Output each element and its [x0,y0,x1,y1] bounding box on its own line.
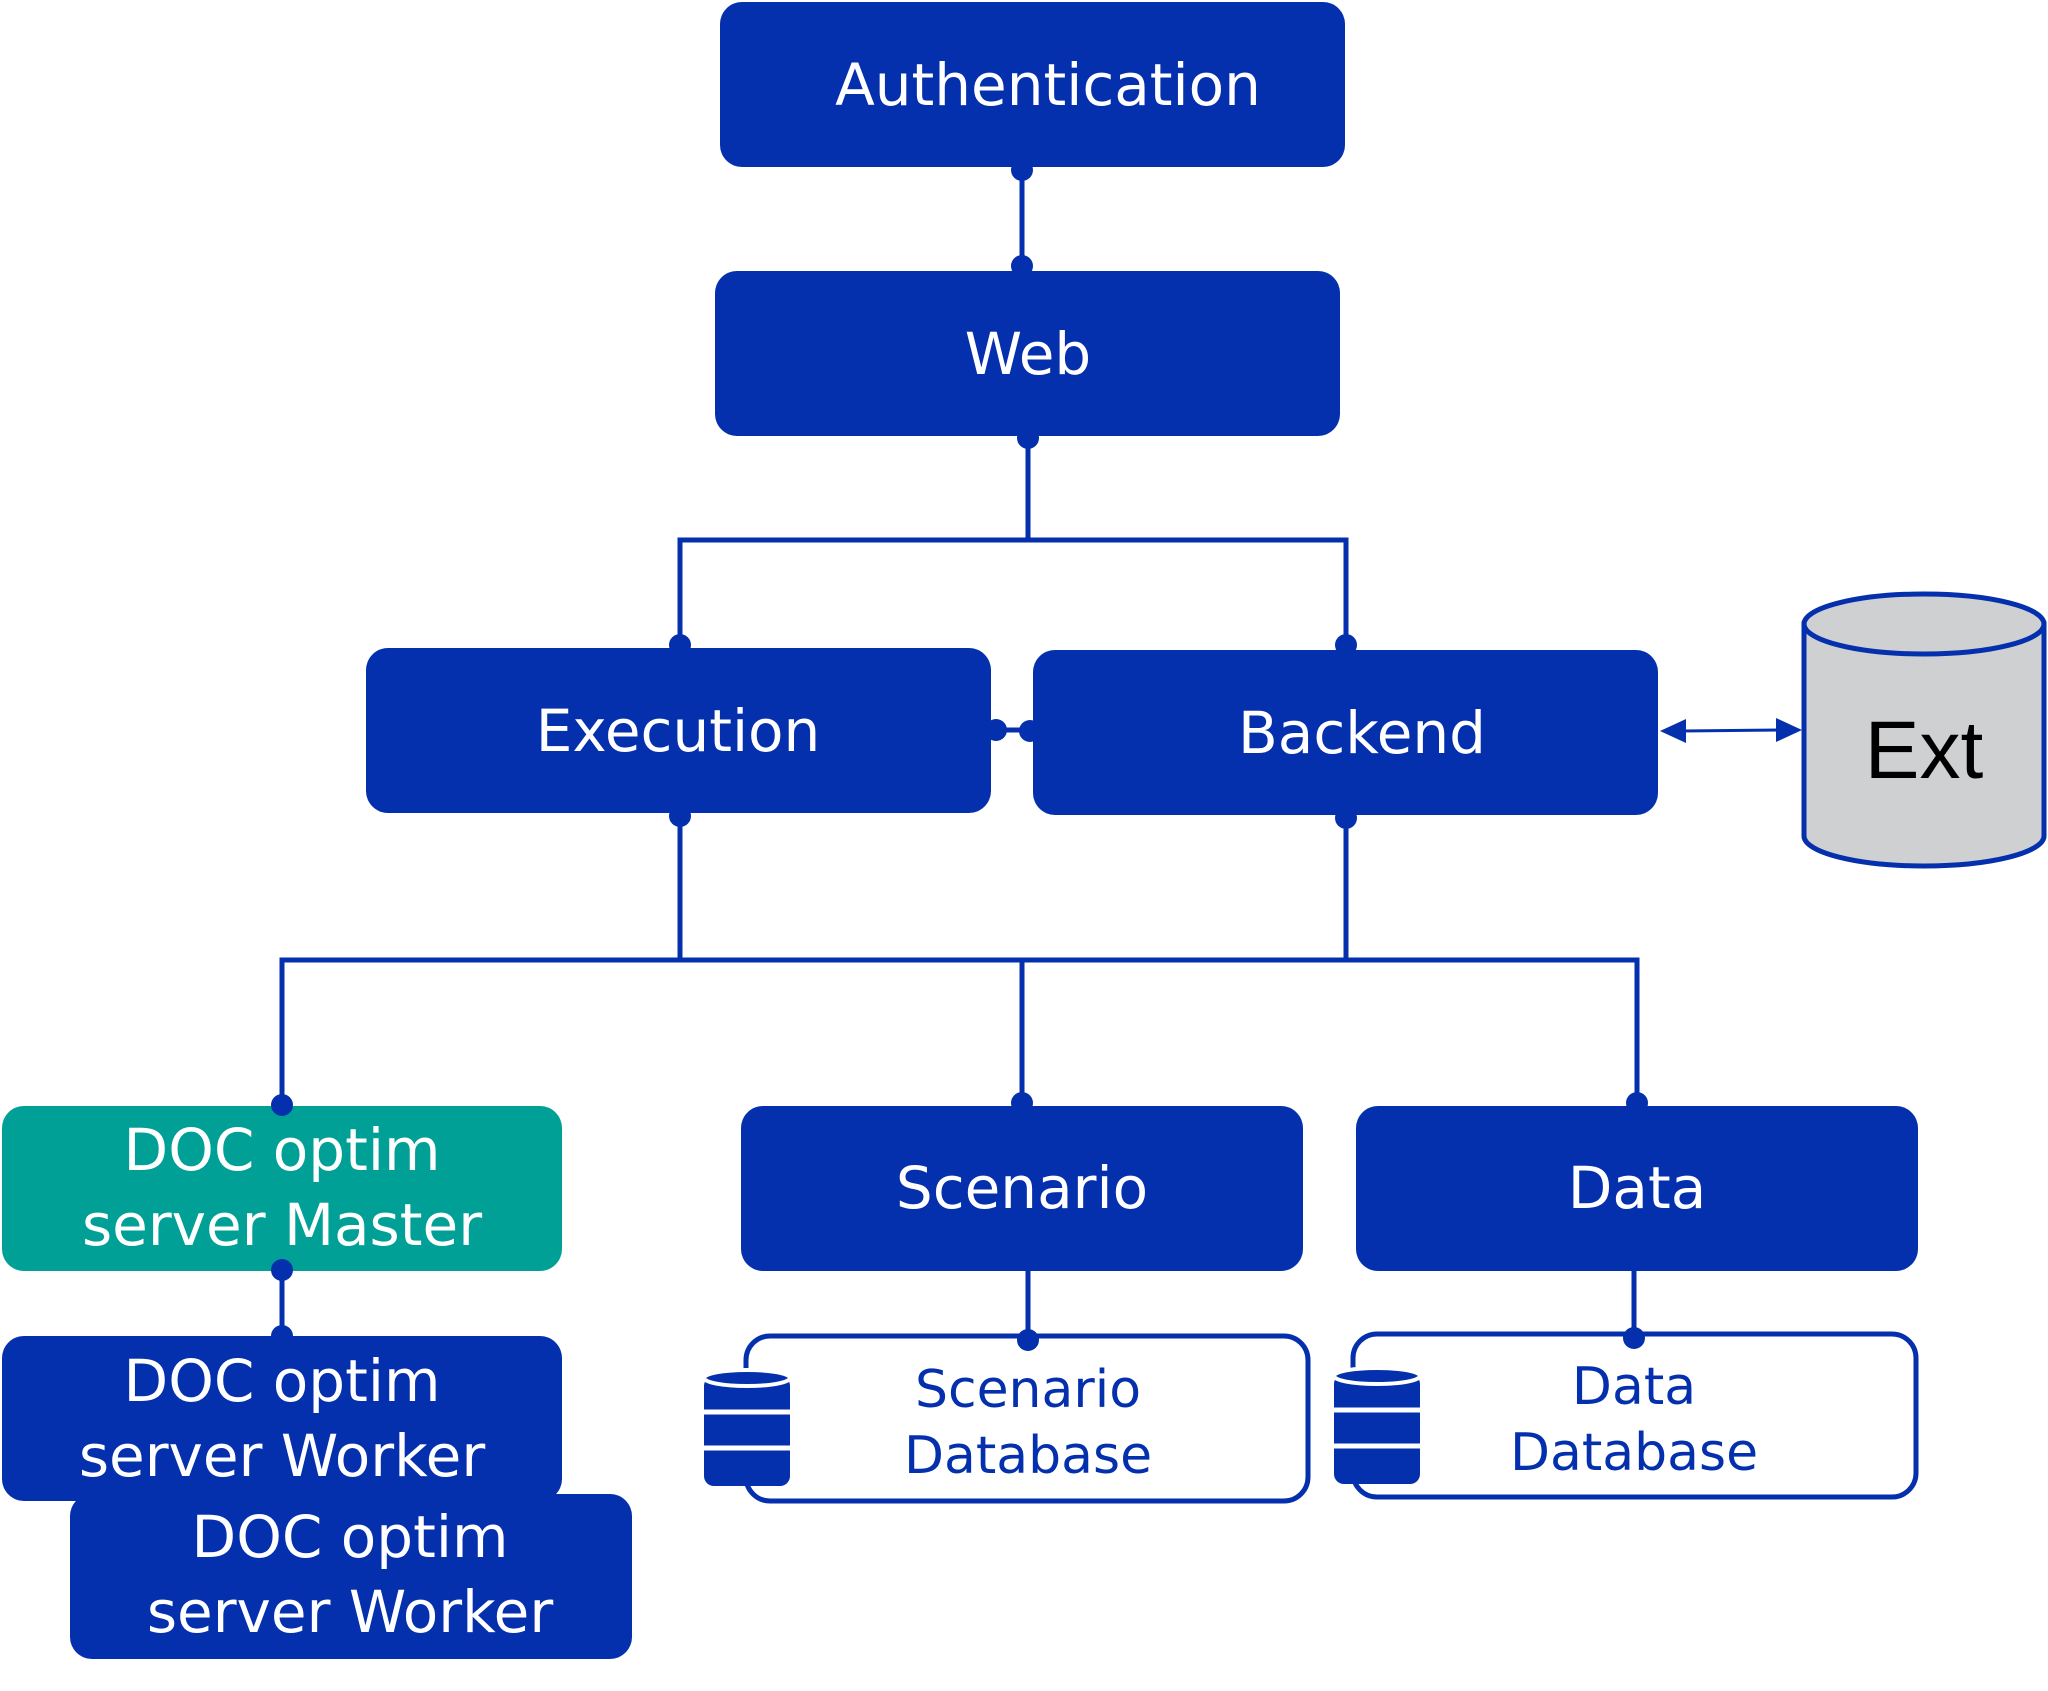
master-label-line2: server Master [82,1191,482,1259]
connector-dots [271,159,1648,1351]
connector-dot [1017,427,1039,449]
connector-dot [1011,1092,1033,1114]
worker2-label-line1: DOC optim [192,1503,509,1571]
connector-dot [1011,159,1033,181]
backend-node: Backend [1033,650,1658,815]
ext-label: Ext [1865,705,1984,796]
data-label: Data [1568,1154,1707,1222]
backend-ext-arrow [1660,718,1802,743]
master-node: DOC optim server Master [2,1106,562,1271]
database-icon [702,1368,792,1486]
ext-node: Ext [1801,591,2047,869]
data-database-label-line2: Database [1510,1423,1758,1483]
web-tree-connector [677,440,1031,645]
worker1-label-line2: server Worker [79,1422,486,1490]
web-node: Web [715,271,1340,436]
connector-dot [1335,634,1357,656]
connector-dot [1335,807,1357,829]
connector-dot [1017,1329,1039,1351]
connector-dot [1626,1092,1648,1114]
backend-label: Backend [1238,699,1486,767]
bottom-bus [279,957,1640,1105]
data-database-node: Data Database [1332,1331,1919,1500]
cylinder-icon [1801,591,2047,869]
web-label: Web [965,320,1091,388]
execution-label: Execution [536,697,821,765]
connector-dot [1011,255,1033,277]
master-label-line1: DOC optim [124,1116,441,1184]
connector-dot [669,805,691,827]
scenario-label: Scenario [896,1154,1148,1222]
authentication-node: Authentication [720,2,1345,167]
worker1-label-line1: DOC optim [124,1347,441,1415]
connectors [279,170,1640,1340]
worker-node-1: DOC optim server Worker [2,1336,562,1501]
worker-node-2: DOC optim server Worker [70,1494,632,1659]
scenario-database-node: Scenario Database [702,1333,1311,1504]
scenario-node: Scenario [741,1106,1303,1271]
connector-dot [1019,720,1041,742]
execution-node: Execution [366,648,991,813]
web-backend-connector [1028,537,1349,645]
authentication-label: Authentication [835,51,1261,119]
connector-dot [1623,1327,1645,1349]
worker2-label-line2: server Worker [147,1578,554,1646]
connector-dot [271,1094,293,1116]
scenario-database-label-line2: Database [904,1426,1152,1486]
connector-dot [271,1325,293,1347]
connector-dot [669,634,691,656]
data-database-label-line1: Data [1572,1357,1696,1417]
connector-dot [271,1259,293,1281]
database-icon [1332,1366,1422,1484]
scenario-database-label-line1: Scenario [915,1360,1141,1420]
connector-dot [985,719,1007,741]
data-node: Data [1356,1106,1918,1271]
